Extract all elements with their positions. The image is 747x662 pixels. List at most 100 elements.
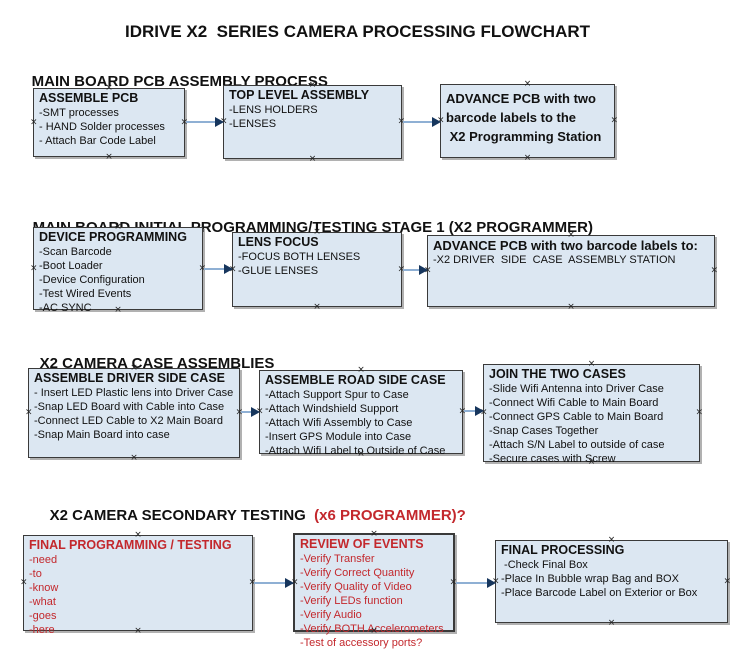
arrow-head-icon: [215, 117, 224, 127]
box-advance-pcb-to-driver-side-station: ADVANCE PCB with two barcode labels to: …: [424, 231, 718, 312]
box-final-processing: FINAL PROCESSING -Check Final Box-Place …: [492, 536, 731, 628]
box-title: ASSEMBLE ROAD SIDE CASE: [265, 373, 446, 387]
box-title: ASSEMBLE DRIVER SIDE CASE: [34, 371, 226, 385]
connection-marker-icon: ×: [567, 230, 575, 240]
box-advance-pcb-to-programming-station: ADVANCE PCB with two barcode labels to t…: [437, 80, 618, 163]
arrow-head-icon: [251, 407, 260, 417]
box-item: -Attach Support Spur to Case: [265, 389, 409, 401]
connection-marker-icon: ×: [130, 363, 138, 373]
box-item: -Verify BOTH Accelerometers: [300, 623, 444, 635]
box-assemble-road-side-case: ASSEMBLE ROAD SIDE CASE -Attach Support …: [256, 366, 466, 459]
flow-arrow-right-icon: [254, 578, 294, 588]
connection-marker-icon: ×: [25, 407, 33, 418]
box-join-the-two-cases: JOIN THE TWO CASES -Slide Wifi Antenna i…: [480, 360, 703, 467]
connection-marker-icon: ×: [291, 577, 299, 587]
connection-marker-icon: ×: [180, 117, 188, 127]
arrow-head-icon: [487, 578, 496, 588]
box-items: - Insert LED Plastic lens into Driver Ca…: [34, 386, 235, 442]
box-final-programming-testing: FINAL PROGRAMMING / TESTING -need-to-kno…: [20, 531, 256, 637]
box-item: -Scan Barcode: [39, 246, 112, 258]
box-title: LENS FOCUS: [238, 235, 319, 249]
connection-marker-icon: ×: [134, 530, 142, 540]
arrow-head-icon: [432, 117, 441, 127]
connection-marker-icon: ×: [30, 263, 38, 273]
flow-arrow-right-icon: [464, 406, 484, 416]
connection-marker-icon: ×: [20, 577, 28, 588]
connection-marker-icon: ×: [198, 263, 206, 273]
connection-marker-icon: ×: [607, 535, 616, 545]
connection-marker-icon: ×: [587, 359, 596, 369]
box-item: -Verify Correct Quantity: [300, 567, 415, 579]
connection-marker-icon: ×: [308, 80, 317, 90]
box-item: -X2 DRIVER SIDE CASE ASSEMBLY STATION: [433, 254, 676, 266]
section-heading-secondary-testing: X2 CAMERA SECONDARY TESTING (x6 PROGRAMM…: [33, 490, 466, 541]
box-item: -Insert GPS Module into Case: [265, 431, 412, 443]
connection-marker-icon: ×: [397, 116, 405, 127]
box-item: -Attach Windshield Support: [265, 403, 399, 415]
connection-marker-icon: ×: [610, 115, 618, 126]
heading-text: X2 CAMERA SECONDARY TESTING: [49, 507, 315, 524]
box-title: DEVICE PROGRAMMING: [39, 230, 187, 244]
arrow-line: [204, 268, 227, 270]
box-items: -Check Final Box-Place In Bubble wrap Ba…: [501, 558, 723, 600]
box-item: - Attach Bar Code Label: [39, 135, 156, 147]
box-lens-focus: LENS FOCUS -FOCUS BOTH LENSES-GLUE LENSE…: [229, 228, 405, 312]
box-item: - Insert LED Plastic lens into Driver Ca…: [34, 387, 234, 399]
connection-marker-icon: ×: [357, 449, 365, 459]
connection-marker-icon: ×: [523, 153, 532, 163]
connection-marker-icon: ×: [723, 576, 731, 586]
box-item: -Connect Wifi Cable to Main Board: [489, 397, 659, 409]
arrow-line: [403, 121, 435, 123]
box-title: ADVANCE PCB with two barcode labels to:: [433, 238, 698, 253]
box-item: -Snap LED Board with Cable into Case: [34, 401, 225, 413]
box-item: -Place Barcode Label on Exterior or Box: [501, 587, 698, 599]
box-item: -Attach Wifi Assembly to Case: [265, 417, 413, 429]
box-assemble-pcb: ASSEMBLE PCB -SMT processes - HAND Solder…: [30, 84, 188, 162]
box-item: -to: [29, 568, 42, 580]
arrow-line: [241, 411, 254, 413]
box-item: -Verify LEDs function: [300, 595, 403, 607]
box-item: -goes: [29, 610, 57, 622]
arrow-line: [464, 410, 478, 412]
box-items: -Verify Transfer -Verify Correct Quantity…: [300, 552, 449, 650]
page-title: IDRIVE X2 SERIES CAMERA PROCESSING FLOWC…: [124, 22, 591, 41]
section-heading-camera-case-assemblies: X2 CAMERA CASE ASSEMBLIES: [23, 338, 275, 389]
box-title: JOIN THE TWO CASES: [489, 367, 626, 381]
box-item: -Connect LED Cable to X2 Main Board: [34, 415, 223, 427]
connection-marker-icon: ×: [248, 577, 256, 588]
connection-marker-icon: ×: [449, 577, 457, 587]
box-title: TOP LEVEL ASSEMBLY: [229, 88, 370, 102]
box-items: -need-to-know-what-goes-here: [29, 553, 248, 637]
box-item: -FOCUS BOTH LENSES: [238, 251, 361, 263]
box-item: -LENSES: [229, 118, 277, 130]
box-item: - HAND Solder processes: [39, 121, 165, 133]
box-item: -need: [29, 554, 58, 566]
connection-marker-icon: ×: [114, 305, 122, 315]
connection-marker-icon: ×: [370, 626, 378, 636]
box-item: -Place In Bubble wrap Bag and BOX: [501, 573, 679, 585]
connection-marker-icon: ×: [30, 117, 38, 127]
box-item: -SMT processes: [39, 107, 119, 119]
box-title: ASSEMBLE PCB: [39, 91, 139, 105]
connection-marker-icon: ×: [105, 83, 113, 93]
box-item: -AC SYNC: [39, 302, 92, 314]
arrow-line: [254, 582, 288, 584]
arrow-head-icon: [475, 406, 484, 416]
connection-marker-icon: ×: [695, 407, 703, 418]
box-item: -Test of accessory ports?: [300, 637, 423, 649]
box-title: FINAL PROGRAMMING / TESTING: [29, 538, 232, 552]
box-item: -Snap Main Board into case: [34, 429, 170, 441]
box-item: -Verify Transfer: [300, 553, 375, 565]
box-item: -Attach Wifi Label to Outside of Case: [265, 445, 446, 457]
connection-marker-icon: ×: [397, 264, 405, 274]
box-device-programming: DEVICE PROGRAMMING -Scan Barcode-Boot Lo…: [30, 223, 206, 315]
connection-marker-icon: ×: [710, 265, 718, 276]
box-item: -Verify Audio: [300, 609, 362, 621]
connection-marker-icon: ×: [235, 407, 243, 418]
box-review-of-events: REVIEW OF EVENTS -Verify Transfer-Verify…: [291, 530, 457, 650]
connection-marker-icon: ×: [567, 302, 575, 312]
box-item: -Slide Wifi Antenna into Driver Case: [489, 383, 664, 395]
heading-red-text: (x6 PROGRAMMER)?: [314, 507, 466, 524]
connection-marker-icon: ×: [114, 222, 122, 232]
